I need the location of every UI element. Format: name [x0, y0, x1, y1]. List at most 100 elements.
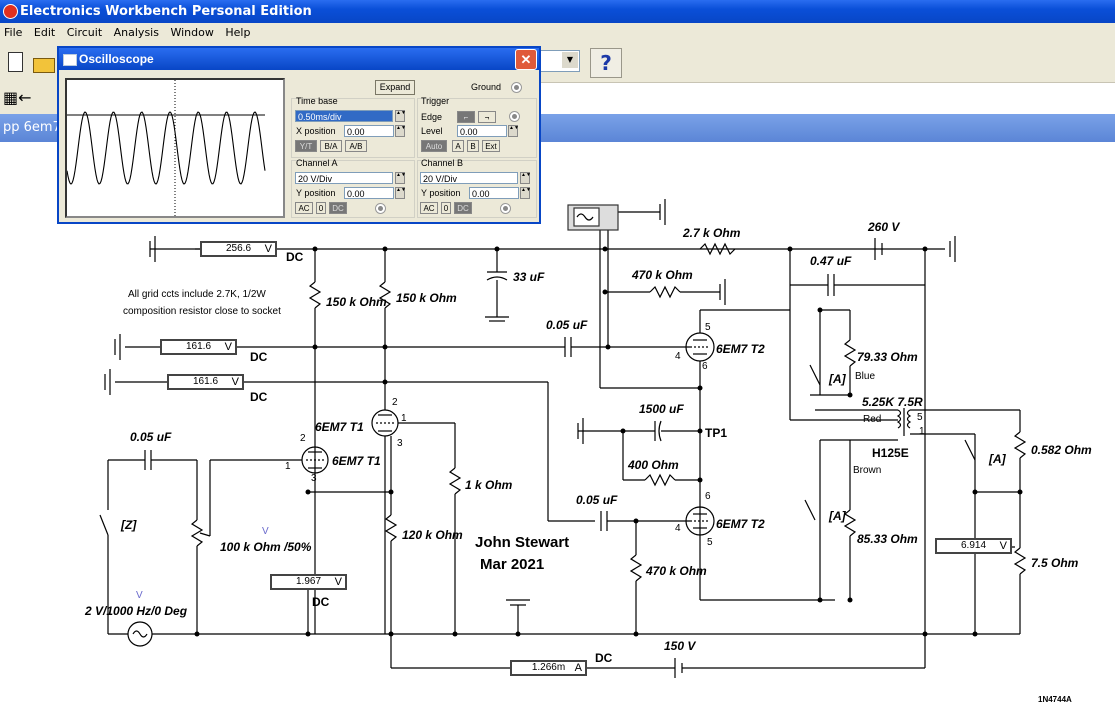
- meter-4-mode: DC: [312, 595, 330, 609]
- label-brown: Brown: [853, 465, 882, 476]
- label-c-005-b: 0.05 uF: [576, 493, 618, 507]
- channel-b-ac-button[interactable]: AC: [420, 202, 438, 214]
- time-base-field[interactable]: 0.50ms/div: [295, 110, 393, 122]
- ground-terminal[interactable]: [511, 82, 522, 93]
- label-r-470k-bot: 470 k Ohm: [646, 564, 707, 578]
- help-button[interactable]: ?: [590, 48, 622, 78]
- pin-6: 6: [702, 361, 708, 372]
- expand-button[interactable]: Expand: [375, 80, 415, 95]
- trigger-auto-button[interactable]: Auto: [421, 140, 447, 152]
- time-base-group: [291, 98, 415, 158]
- mode-ba-button[interactable]: B/A: [320, 140, 342, 152]
- channel-b-zero-button[interactable]: 0: [441, 202, 451, 214]
- label-r-1k: 1 k Ohm: [465, 478, 513, 492]
- open-folder-icon[interactable]: [30, 49, 56, 77]
- trigger-ext-button[interactable]: Ext: [482, 140, 500, 152]
- label-tube-t1-b: 6EM7 T1: [332, 454, 381, 468]
- label-switch-a2: [A]: [829, 509, 846, 523]
- menu-bar: File Edit Circuit Analysis Window Help: [0, 23, 1115, 42]
- channel-b-terminal[interactable]: [500, 203, 511, 214]
- edge-falling-button[interactable]: ¬: [478, 111, 496, 123]
- channel-a-zero-button[interactable]: 0: [316, 202, 326, 214]
- trigger-b-button[interactable]: B: [467, 140, 479, 152]
- meter-5-mode: DC: [595, 651, 613, 665]
- menu-help[interactable]: Help: [225, 26, 251, 39]
- pin-3: 3: [311, 473, 317, 484]
- close-button[interactable]: ✕: [515, 49, 537, 70]
- time-base-spinner[interactable]: ▲▼: [395, 110, 406, 122]
- label-r-75: 7.5 Ohm: [1031, 556, 1079, 570]
- voltmeter-2[interactable]: 161.6 V: [160, 339, 237, 355]
- channel-a-dc-button[interactable]: DC: [329, 202, 347, 214]
- channel-a-scale-spinner[interactable]: ▲▼: [395, 172, 406, 184]
- label-r-7933: 79.33 Ohm: [857, 350, 918, 364]
- ammeter-5[interactable]: 1.266m A: [510, 660, 587, 676]
- channel-b-dc-button[interactable]: DC: [454, 202, 472, 214]
- pin-4: 4: [675, 523, 681, 534]
- channel-b-ypos-field[interactable]: 0.00: [469, 187, 519, 199]
- x-position-field[interactable]: 0.00: [344, 125, 394, 137]
- channel-b-scale-spinner[interactable]: ▲▼: [520, 172, 531, 184]
- pin-1: 1: [285, 461, 291, 472]
- label-r-8533: 85.33 Ohm: [857, 532, 918, 546]
- mode-ab-button[interactable]: A/B: [345, 140, 367, 152]
- meter-value: 1.967: [295, 576, 322, 587]
- menu-circuit[interactable]: Circuit: [66, 26, 103, 39]
- level-spinner[interactable]: ▲▼: [508, 125, 519, 137]
- meter-unit: V: [264, 243, 272, 255]
- label-tube-t1-a: 6EM7 T1: [315, 420, 364, 434]
- menu-edit[interactable]: Edit: [33, 26, 56, 39]
- channel-a-terminal[interactable]: [375, 203, 386, 214]
- new-document-icon[interactable]: [2, 49, 28, 77]
- label-author: John Stewart: [475, 534, 570, 551]
- menu-window[interactable]: Window: [170, 26, 214, 39]
- schematic-drawing: [99, 199, 1027, 678]
- channel-a-ypos-spinner[interactable]: ▲▼: [395, 187, 406, 199]
- label-switch-a3: [A]: [989, 452, 1006, 466]
- oscilloscope-title: Oscilloscope: [79, 52, 154, 66]
- chevron-down-icon[interactable]: ▼: [562, 52, 578, 68]
- channel-a-scale-field[interactable]: 20 V/Div: [295, 172, 393, 184]
- x-position-spinner[interactable]: ▲▼: [395, 125, 406, 137]
- trigger-a-button[interactable]: A: [452, 140, 464, 152]
- oscilloscope-title-bar[interactable]: Oscilloscope ✕: [59, 48, 539, 70]
- meter-2-mode: DC: [250, 350, 268, 364]
- label-r-150k-b: 150 k Ohm: [396, 291, 457, 305]
- menu-analysis[interactable]: Analysis: [113, 26, 159, 39]
- schematic-canvas[interactable]: 2.7 k Ohm 260 V 0.47 uF 33 uF 470 k Ohm …: [0, 142, 1115, 704]
- menu-file[interactable]: File: [4, 26, 23, 39]
- oscilloscope-window[interactable]: Oscilloscope ✕ Expand Ground Time base 0…: [57, 46, 541, 224]
- channel-a-group: [291, 160, 415, 218]
- label-v-260: 260 V: [868, 220, 900, 234]
- meter-value: 161.6: [185, 341, 212, 352]
- label-blue: Blue: [855, 371, 876, 382]
- edge-rising-button[interactable]: ⌐: [457, 111, 475, 123]
- edge-label: Edge: [421, 112, 443, 122]
- label-date: Mar 2021: [480, 556, 545, 573]
- pin-5: 5: [917, 412, 923, 423]
- label-tube-t2-top: 6EM7 T2: [716, 342, 765, 356]
- trigger-terminal[interactable]: [509, 111, 520, 122]
- label-r-400: 400 Ohm: [628, 458, 679, 472]
- zoom-dropdown[interactable]: ▼: [540, 50, 580, 72]
- channel-b-scale-field[interactable]: 20 V/Div: [420, 172, 518, 184]
- meter-value: 6.914: [960, 540, 987, 551]
- meter-unit: V: [224, 341, 232, 353]
- label-v-150: 150 V: [664, 639, 696, 653]
- channel-a-ac-button[interactable]: AC: [295, 202, 313, 214]
- oscilloscope-screen: [65, 78, 285, 218]
- meter-value: 1.266m: [531, 662, 566, 673]
- label-r-2k7: 2.7 k Ohm: [683, 226, 741, 240]
- note-line-2: composition resistor close to socket: [123, 306, 281, 317]
- meter-unit: A: [574, 662, 582, 674]
- pin-1: 1: [401, 413, 407, 424]
- parts-bin-icon[interactable]: ▦←: [3, 88, 32, 107]
- mode-yt-button[interactable]: Y/T: [295, 140, 317, 152]
- level-field[interactable]: 0.00: [457, 125, 507, 137]
- channel-b-ypos-spinner[interactable]: ▲▼: [520, 187, 531, 199]
- channel-a-ypos-field[interactable]: 0.00: [344, 187, 394, 199]
